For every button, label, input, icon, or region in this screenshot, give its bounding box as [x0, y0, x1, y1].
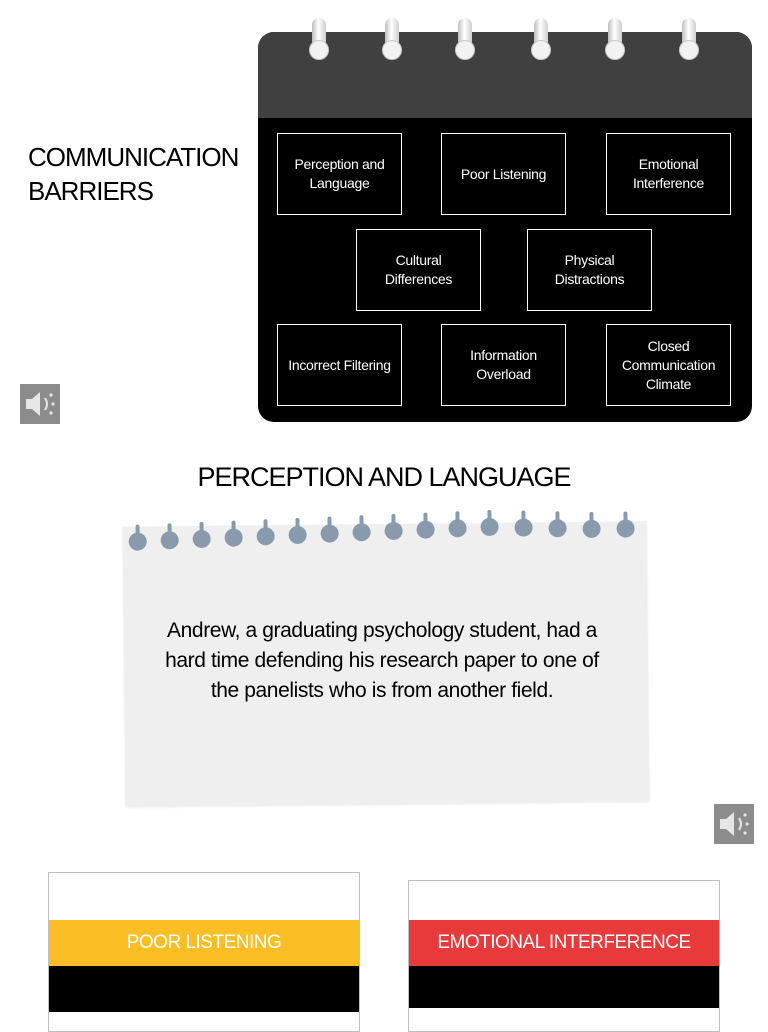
- pin-icon: [256, 519, 275, 546]
- barrier-box[interactable]: Physical Distractions: [527, 229, 652, 311]
- pin-icon: [384, 513, 403, 541]
- barrier-box[interactable]: Cultural Differences: [356, 229, 481, 311]
- barrier-box[interactable]: Emotional Interference: [606, 133, 731, 215]
- card-black-band: [49, 966, 359, 1012]
- pin-icon: [320, 516, 339, 543]
- binder-ring-icon: [382, 18, 402, 62]
- pin-icon: [416, 512, 435, 539]
- note-text: Andrew, a graduating psychology student,…: [165, 619, 599, 702]
- title-line-1: COMMUNICATION: [28, 142, 239, 172]
- emotional-interference-card: EMOTIONAL INTERFERENCE: [408, 880, 720, 1032]
- binder-ring-icon: [605, 18, 625, 62]
- pin-icon: [352, 515, 371, 542]
- pin-icon: [224, 520, 243, 547]
- barrier-box[interactable]: Incorrect Filtering: [277, 324, 402, 406]
- pin-icon: [288, 517, 307, 545]
- binder-ring-icon: [309, 18, 329, 62]
- barrier-box[interactable]: Information Overload: [441, 324, 566, 406]
- barriers-calendar: Perception and Language Poor Listening E…: [258, 32, 752, 422]
- speaker-icon[interactable]: [20, 384, 60, 424]
- page-title: COMMUNICATION BARRIERS: [28, 140, 258, 208]
- binder-ring-icon: [531, 18, 551, 62]
- pin-icon: [160, 523, 179, 550]
- pin-icon: [448, 511, 467, 538]
- pin-icon: [514, 510, 533, 537]
- pin-icon: [582, 511, 601, 538]
- barrier-box[interactable]: Closed Communication Climate: [606, 324, 731, 406]
- poor-listening-card: POOR LISTENING: [48, 872, 360, 1032]
- binder-ring-icon: [679, 18, 699, 62]
- speaker-icon[interactable]: [714, 804, 754, 844]
- card-black-band: [409, 966, 719, 1008]
- section-title: PERCEPTION AND LANGUAGE: [197, 462, 571, 492]
- pin-icon: [128, 524, 147, 551]
- pin-icon: [192, 521, 211, 549]
- barrier-box[interactable]: Perception and Language: [277, 133, 402, 215]
- binder-ring-icon: [455, 18, 475, 62]
- card-title: EMOTIONAL INTERFERENCE: [409, 920, 719, 966]
- pin-icon: [616, 511, 635, 538]
- card-title: POOR LISTENING: [49, 920, 359, 966]
- pin-icon: [548, 511, 567, 538]
- barrier-box[interactable]: Poor Listening: [441, 133, 566, 215]
- calendar-header: [258, 32, 752, 118]
- pin-icon: [480, 509, 499, 537]
- title-line-2: BARRIERS: [28, 176, 154, 206]
